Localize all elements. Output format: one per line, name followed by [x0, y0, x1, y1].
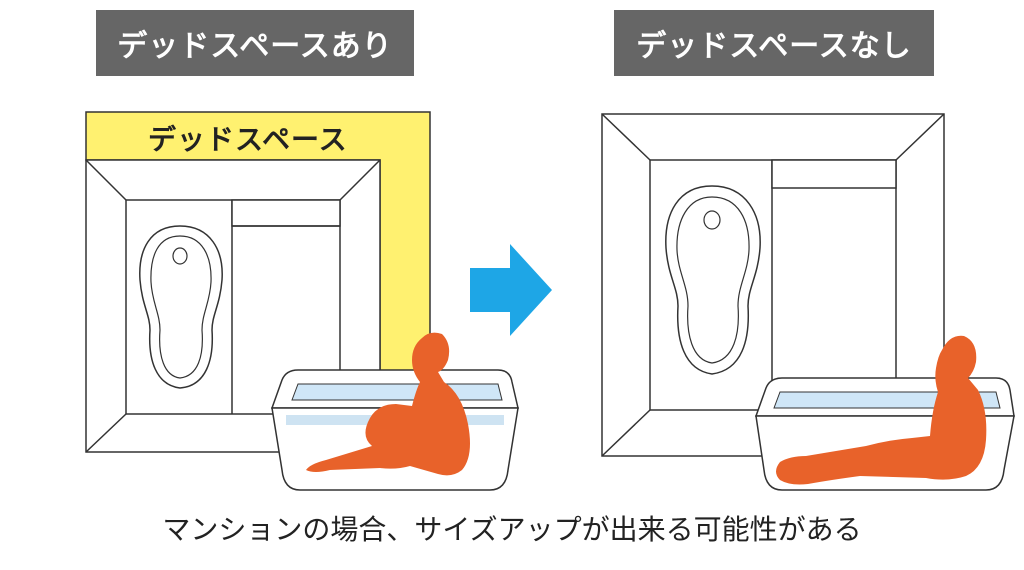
label-without-dead-space-text: デッドスペースなし	[636, 29, 912, 64]
right-mirror	[665, 185, 761, 375]
arrow-right-icon	[470, 244, 552, 336]
caption: マンションの場合、サイズアップが出来る可能性がある	[162, 513, 862, 546]
dead-space-label: デッドスペース	[148, 123, 348, 156]
label-with-dead-space: デッドスペースあり	[96, 10, 414, 76]
right-shelf	[771, 159, 897, 189]
right-person	[776, 335, 987, 485]
right-bathroom	[601, 113, 1015, 491]
label-with-dead-space-text: デッドスペースあり	[117, 29, 393, 64]
label-without-dead-space: デッドスペースなし	[614, 10, 934, 76]
left-person	[306, 332, 470, 476]
left-shelf	[231, 199, 341, 227]
left-bathroom	[85, 111, 519, 491]
